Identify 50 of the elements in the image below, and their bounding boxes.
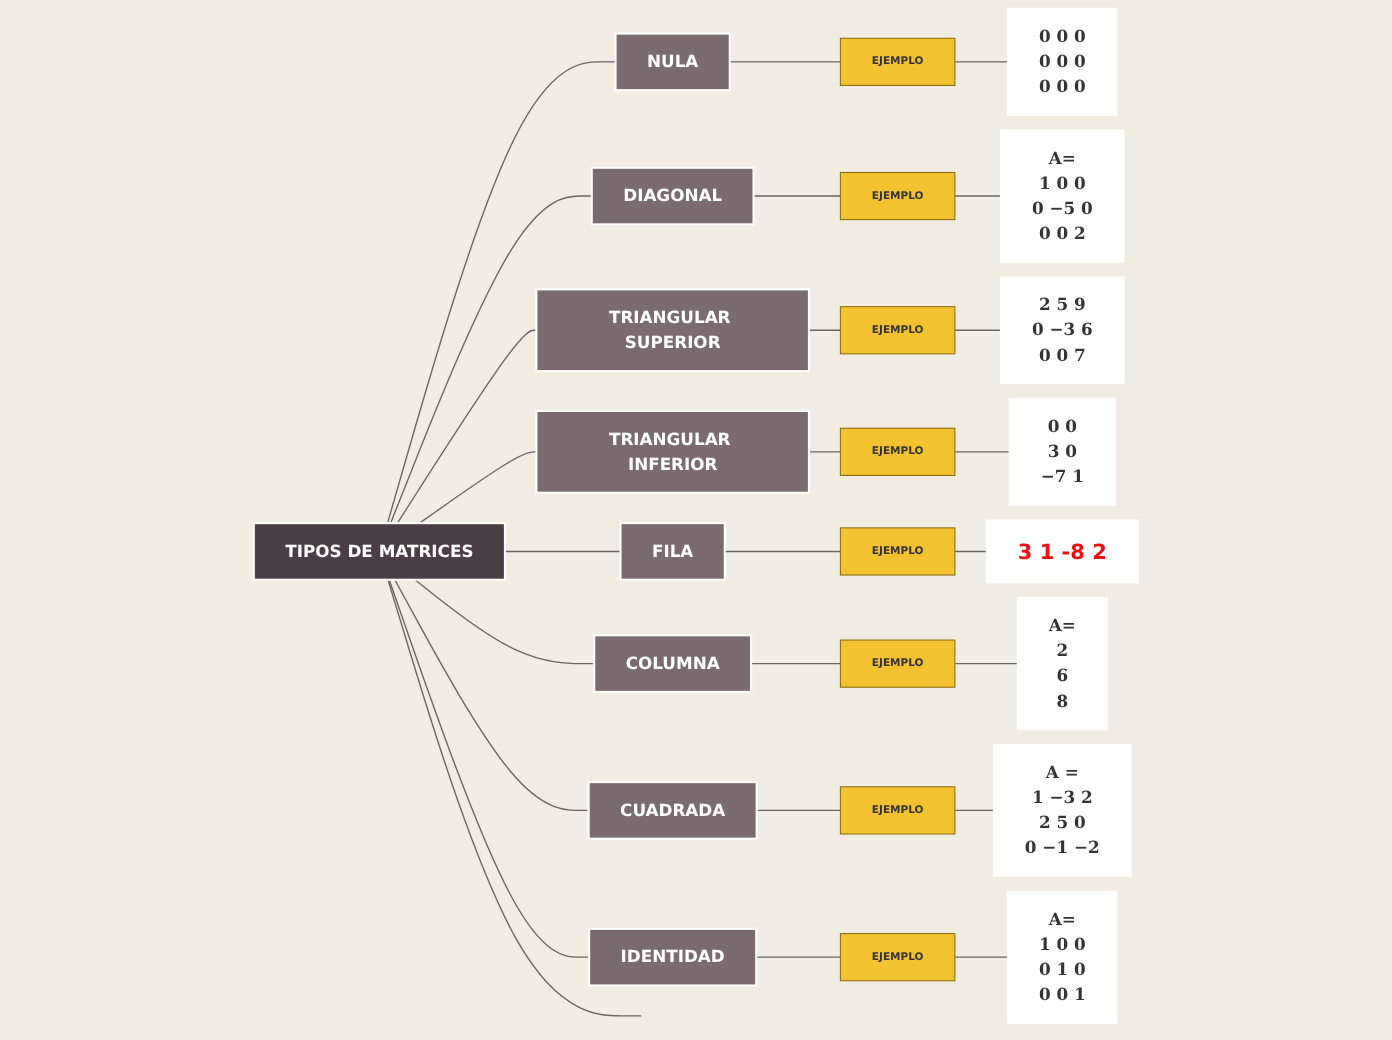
connector bbox=[954, 329, 1002, 331]
connector bbox=[954, 61, 1009, 63]
node-box bbox=[588, 927, 758, 987]
connector bbox=[954, 451, 1010, 453]
connector bbox=[386, 61, 617, 524]
node-box bbox=[839, 171, 956, 221]
connector bbox=[756, 809, 842, 812]
connector bbox=[504, 550, 622, 553]
node-box bbox=[535, 288, 810, 373]
connector bbox=[396, 329, 538, 524]
node-box bbox=[839, 639, 956, 688]
node-box bbox=[839, 37, 956, 86]
node-box bbox=[252, 522, 506, 581]
node-box bbox=[614, 32, 731, 92]
connector bbox=[724, 550, 842, 553]
connector bbox=[750, 662, 842, 665]
node-box bbox=[1016, 597, 1108, 731]
node-box bbox=[535, 409, 810, 494]
node-box bbox=[839, 933, 956, 982]
connector bbox=[414, 579, 595, 665]
node-box bbox=[839, 527, 956, 576]
node-box bbox=[839, 306, 956, 355]
connector bbox=[752, 195, 842, 197]
connector bbox=[954, 809, 995, 812]
connector bbox=[954, 195, 1002, 197]
connector bbox=[387, 579, 642, 1017]
node-box bbox=[593, 634, 753, 693]
connector bbox=[729, 61, 842, 63]
connector bbox=[389, 195, 593, 524]
connector bbox=[954, 662, 1018, 665]
node-box bbox=[587, 781, 758, 840]
connector bbox=[755, 956, 842, 958]
node-box bbox=[839, 786, 956, 835]
connector bbox=[394, 579, 590, 812]
connector bbox=[418, 451, 538, 524]
node-box bbox=[992, 743, 1132, 877]
connector bbox=[954, 956, 1009, 958]
connector bbox=[808, 451, 842, 453]
connector bbox=[808, 329, 842, 331]
node-box bbox=[590, 166, 755, 226]
node-box bbox=[839, 427, 956, 476]
node-box bbox=[1008, 397, 1116, 506]
node-box bbox=[985, 519, 1139, 584]
connector bbox=[388, 579, 590, 958]
node-box bbox=[1006, 7, 1118, 116]
node-box bbox=[619, 522, 726, 581]
node-box bbox=[999, 129, 1125, 263]
node-box bbox=[1006, 890, 1118, 1024]
connector bbox=[954, 550, 987, 553]
node-box bbox=[999, 276, 1125, 385]
